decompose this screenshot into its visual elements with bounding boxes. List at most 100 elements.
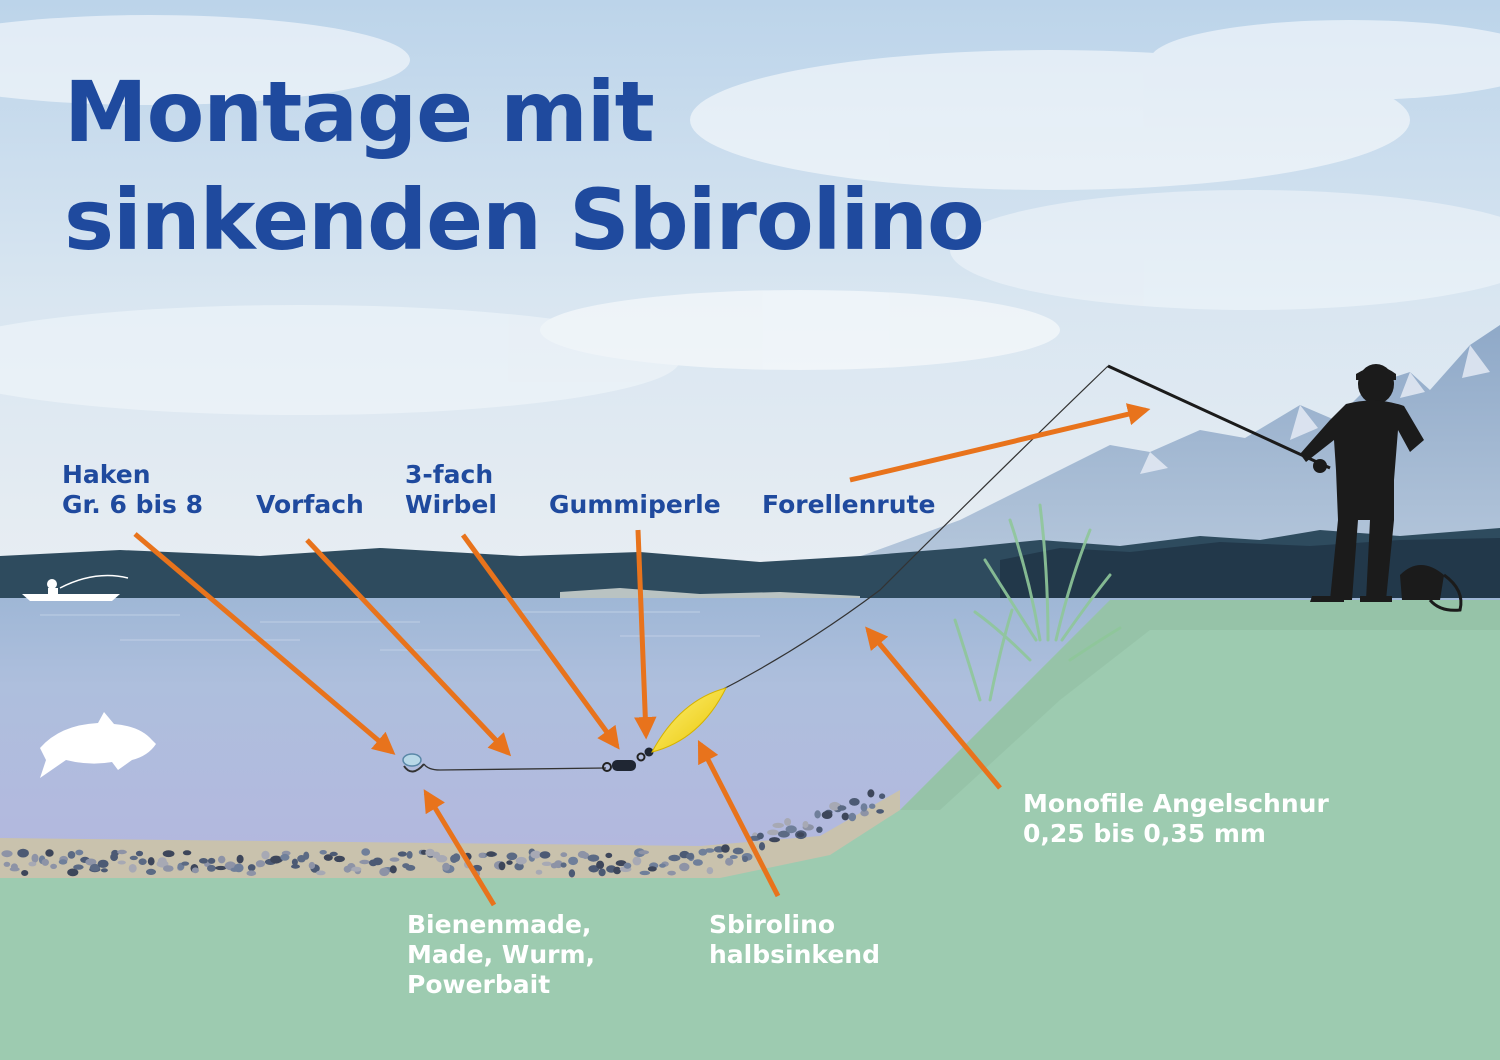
gravel-stone bbox=[647, 866, 657, 872]
gravel-stone bbox=[667, 870, 676, 876]
gravel-stone bbox=[560, 852, 568, 858]
fishing-rod bbox=[1107, 364, 1331, 470]
reeds bbox=[953, 503, 1122, 702]
gravel-stone bbox=[10, 863, 18, 871]
gravel-stone bbox=[478, 852, 486, 858]
gravel-stone bbox=[261, 850, 270, 860]
gravel-stone bbox=[848, 812, 857, 822]
gravel-stone bbox=[796, 832, 805, 838]
label-koeder: Bienenmade, Made, Wurm, Powerbait bbox=[407, 910, 595, 1000]
gravel-stone bbox=[717, 853, 724, 859]
label-sbirolino: Sbirolino halbsinkend bbox=[709, 910, 880, 970]
gravel-stone bbox=[814, 810, 821, 819]
gravel-stone bbox=[679, 862, 690, 872]
gravel-stone bbox=[361, 848, 371, 856]
gravel-stone bbox=[379, 867, 390, 877]
gravel-stone bbox=[581, 852, 590, 859]
gravel-stone bbox=[837, 805, 847, 811]
gravel-stone bbox=[343, 865, 352, 873]
gravel-stone bbox=[255, 860, 266, 868]
gravel-stone bbox=[632, 856, 642, 866]
gravel-stone bbox=[191, 867, 199, 874]
gravel-stone bbox=[207, 864, 216, 872]
gravel-stone bbox=[560, 862, 567, 868]
gravel-stone bbox=[756, 832, 764, 840]
gravel-stone bbox=[247, 864, 256, 872]
arrow-sbirolino bbox=[697, 739, 781, 898]
gravel-stone bbox=[1, 850, 13, 858]
arrow-vorfach bbox=[305, 538, 512, 757]
gravel-stone bbox=[291, 864, 300, 869]
label-koeder-line-3: Powerbait bbox=[407, 970, 551, 999]
label-sbirolino-line-2: halbsinkend bbox=[709, 940, 880, 969]
gravel-stone bbox=[308, 861, 316, 870]
gravel-stone bbox=[50, 863, 57, 870]
gravel-stone bbox=[587, 854, 600, 862]
gravel-stone bbox=[605, 852, 613, 859]
gravel-stone bbox=[623, 862, 632, 869]
gravel-stone bbox=[270, 855, 282, 864]
label-haken: Haken Gr. 6 bis 8 bbox=[62, 460, 203, 520]
gravel-stone bbox=[291, 858, 298, 866]
gravel-stone bbox=[207, 857, 216, 864]
gravel-stone bbox=[215, 865, 227, 871]
gravel-stone bbox=[75, 849, 84, 856]
gravel-stone bbox=[784, 818, 792, 826]
gravel-stone bbox=[879, 793, 886, 799]
gravel-stone bbox=[110, 853, 118, 862]
gravel-stone bbox=[199, 858, 208, 864]
gravel-stone bbox=[692, 859, 703, 866]
gravel-stone bbox=[816, 826, 823, 833]
arrows bbox=[133, 403, 1151, 907]
gravel-stone bbox=[406, 851, 413, 859]
gravel-stone bbox=[67, 868, 79, 877]
label-wirbel-line-1: 3-fach bbox=[405, 460, 494, 489]
gravel-stone bbox=[860, 809, 869, 817]
arrow-haken bbox=[133, 532, 396, 755]
label-gummiperle: Gummiperle bbox=[549, 490, 721, 520]
gravel-stone bbox=[758, 842, 766, 851]
gravel-stone bbox=[802, 821, 809, 828]
gravel-stone bbox=[613, 866, 621, 875]
gravel-stone bbox=[389, 857, 400, 862]
gravel-stone bbox=[41, 858, 49, 866]
gravel-stone bbox=[686, 853, 695, 860]
gravel-stone bbox=[280, 853, 290, 861]
gravel-stone bbox=[706, 867, 714, 875]
shore-ground bbox=[0, 600, 1500, 1060]
gravel-stone bbox=[638, 850, 650, 855]
label-vorfach: Vorfach bbox=[256, 490, 364, 520]
angler-silhouette bbox=[1300, 364, 1463, 612]
gravel-stone bbox=[539, 851, 551, 859]
label-sbirolino-line-1: Sbirolino bbox=[709, 910, 836, 939]
gravel-stone bbox=[58, 859, 68, 865]
label-haken-line-2: Gr. 6 bis 8 bbox=[62, 490, 204, 519]
gravel-stone bbox=[498, 861, 506, 871]
gravel-stone bbox=[615, 860, 627, 867]
label-haken-line-1: Haken bbox=[62, 460, 151, 489]
gravel-stone bbox=[389, 865, 397, 874]
gravel-stone bbox=[486, 851, 496, 857]
gravel-stone bbox=[100, 868, 108, 873]
gravel-stone bbox=[530, 850, 542, 859]
arrow-koeder bbox=[423, 789, 497, 907]
gravel-stone bbox=[769, 837, 780, 843]
label-angelschnur: Monofile Angelschnur 0,25 bis 0,35 mm bbox=[1023, 789, 1329, 849]
gravel-stone bbox=[182, 850, 192, 856]
gravel-stone bbox=[442, 862, 450, 871]
gravel-stone bbox=[334, 855, 345, 863]
fishing-line bbox=[711, 365, 1109, 696]
gravel-stone bbox=[3, 861, 11, 867]
gravel-stone bbox=[535, 869, 543, 875]
swivel bbox=[602, 752, 646, 772]
gravel-stone bbox=[129, 855, 138, 861]
gravel-stone bbox=[704, 848, 715, 853]
title-line-1: Montage mit bbox=[64, 63, 655, 161]
label-forellenrute: Forellenrute bbox=[762, 490, 935, 520]
gravel-stone bbox=[506, 852, 518, 861]
gravel-stone bbox=[234, 863, 244, 873]
gravel-stone bbox=[97, 859, 109, 868]
gravel-stone bbox=[218, 855, 226, 864]
gravel-stone bbox=[89, 863, 100, 872]
